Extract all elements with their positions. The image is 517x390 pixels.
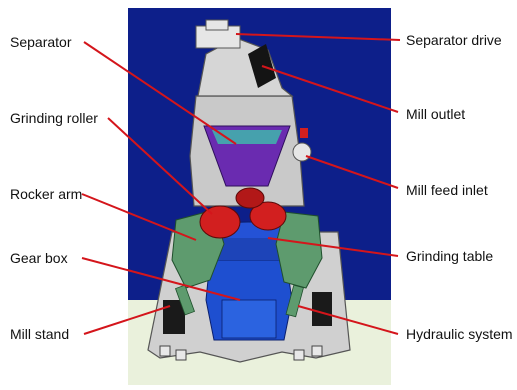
grinding-roller-back [236,188,264,208]
label-hydraulic-system: Hydraulic system [406,326,513,342]
separator-blades [212,130,282,144]
gear-box-body [222,300,276,338]
label-gear-box: Gear box [10,250,68,266]
label-separator: Separator [10,34,71,50]
feed-inlet-flap [300,128,308,138]
label-separator-drive: Separator drive [406,32,502,48]
label-grinding-roller: Grinding roller [10,110,98,126]
label-mill-outlet: Mill outlet [406,106,465,122]
mill-stand-opening-right [312,292,332,326]
label-mill-stand: Mill stand [10,326,69,342]
grinding-roller-left [200,206,240,238]
label-mill-feed-inlet: Mill feed inlet [406,182,488,198]
label-rocker-arm: Rocker arm [10,186,82,202]
mill-feed-inlet [293,143,311,161]
separator-drive-motor [206,20,228,30]
label-grinding-table: Grinding table [406,248,493,264]
